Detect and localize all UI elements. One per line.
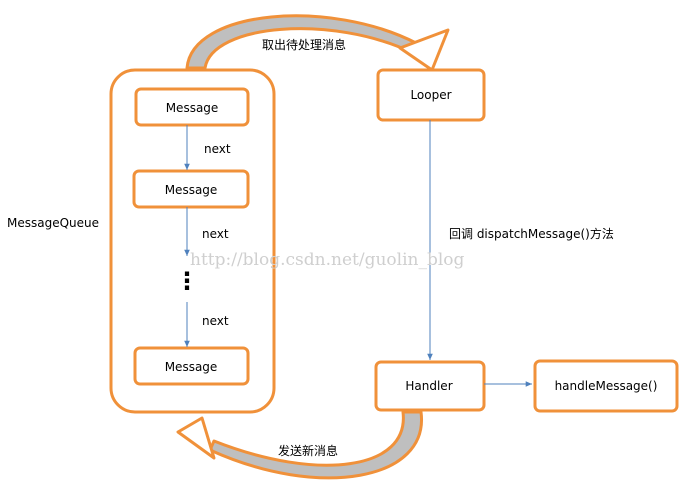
- handler-box: [374, 360, 486, 412]
- message-label-3: Message: [165, 360, 218, 374]
- handler-label: Handler: [405, 379, 452, 393]
- next-label-2: next: [202, 227, 229, 241]
- message-label-1: Message: [166, 101, 219, 115]
- message-box-1: [134, 87, 250, 127]
- looper-box: [376, 68, 486, 122]
- dispatch-label: 回调 dispatchMessage()方法: [449, 226, 614, 241]
- looper-label: Looper: [410, 88, 451, 102]
- fetch-label: 取出待处理消息: [262, 37, 346, 52]
- next-label-1: next: [204, 142, 231, 156]
- send-label: 发送新消息: [278, 443, 338, 458]
- message-queue-label: MessageQueue: [7, 216, 99, 230]
- ellipsis-dots: ⋮: [175, 267, 199, 295]
- message-box-3: [133, 346, 250, 386]
- message-box-2: [132, 169, 250, 209]
- message-label-2: Message: [165, 183, 218, 197]
- handle-message-box: [533, 359, 679, 413]
- message-queue-container: [109, 68, 276, 414]
- watermark-text: http://blog.csdn.net/guolin_blog: [190, 250, 465, 270]
- send-curved-arrow: [176, 410, 423, 480]
- handle-message-label: handleMessage(): [555, 379, 658, 393]
- next-label-3: next: [202, 314, 229, 328]
- fetch-curved-arrow: [185, 14, 450, 72]
